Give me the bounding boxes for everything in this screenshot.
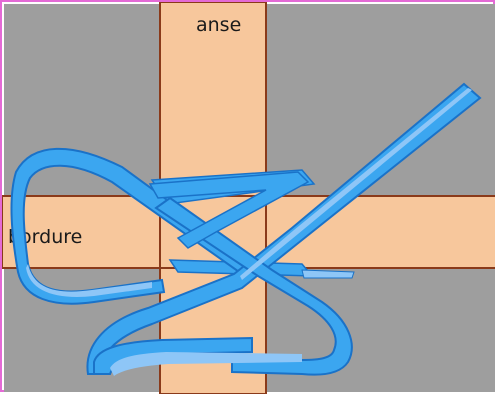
band-tail-right <box>302 270 354 278</box>
handle-label: anse <box>196 14 241 36</box>
